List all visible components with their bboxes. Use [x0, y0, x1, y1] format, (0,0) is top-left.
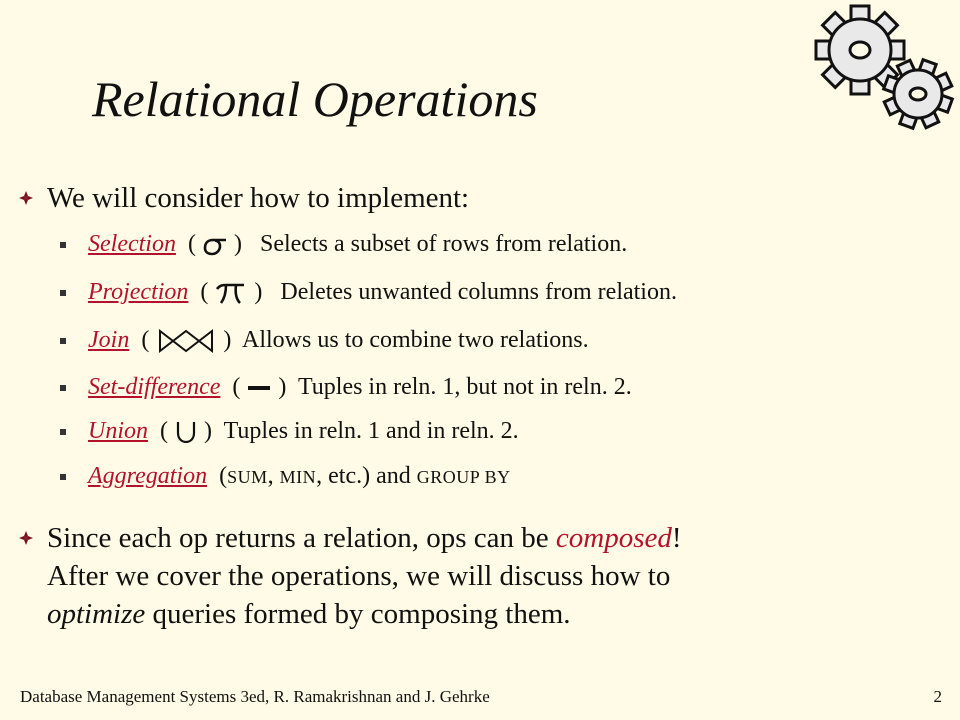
- footer-citation: Database Management Systems 3ed, R. Rama…: [20, 687, 490, 706]
- bullet-text: We will consider how to implement:: [47, 182, 470, 214]
- bullet-text-line2: After we cover the operations, we will d…: [47, 560, 671, 592]
- term-union[interactable]: Union: [88, 418, 148, 444]
- optimize-term: optimize: [47, 598, 146, 630]
- square-bullet-icon: [60, 338, 66, 344]
- sum-keyword: SUM: [227, 467, 268, 487]
- square-bullet-icon: [60, 290, 66, 296]
- term-aggregation[interactable]: Aggregation: [88, 463, 208, 489]
- bullet-text-line3: optimize queries formed by composing the…: [47, 598, 571, 630]
- sigma-icon: [203, 239, 226, 256]
- group-by-keyword: GROUP BY: [416, 467, 511, 487]
- square-bullet-icon: [60, 474, 66, 480]
- term-selection[interactable]: Selection: [88, 231, 176, 257]
- bowtie-icon: [159, 329, 214, 354]
- square-bullet-icon: [60, 242, 66, 248]
- union-icon: [176, 422, 196, 444]
- op-description: Deletes unwanted columns from relation.: [280, 279, 677, 305]
- slide-title: Relational Operations: [92, 71, 538, 127]
- term-set-difference[interactable]: Set-difference: [88, 374, 221, 400]
- op-description: Selects a subset of rows from relation.: [259, 231, 628, 257]
- min-keyword: MIN: [279, 467, 317, 487]
- composed-term: composed: [555, 522, 672, 554]
- diamond-bullet-icon: [19, 191, 33, 205]
- minus-icon: [248, 386, 271, 391]
- gears-icon: [814, 4, 955, 131]
- page-number: 2: [933, 687, 943, 706]
- op-description: Allows us to combine two relations.: [242, 327, 589, 353]
- op-description: Tuples in reln. 1 and in reln. 2.: [223, 418, 519, 444]
- op-description: Tuples in reln. 1, but not in reln. 2.: [297, 374, 632, 400]
- diamond-bullet-icon: [19, 531, 33, 545]
- term-join[interactable]: Join: [88, 327, 130, 353]
- pi-icon: [216, 284, 245, 305]
- square-bullet-icon: [60, 385, 66, 391]
- term-projection[interactable]: Projection: [88, 279, 189, 305]
- bullet-text-line1: Since each op returns a relation, ops ca…: [47, 522, 682, 554]
- square-bullet-icon: [60, 429, 66, 435]
